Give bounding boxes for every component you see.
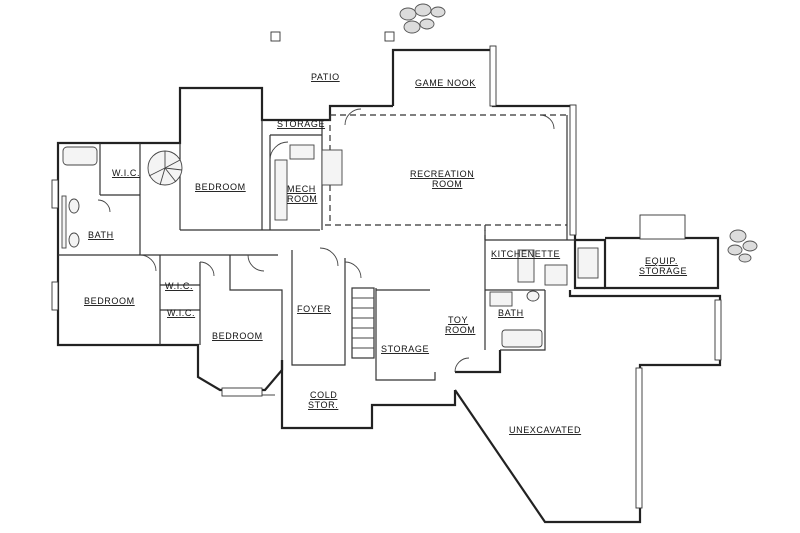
exterior-walls [56,48,722,524]
label-mech-room-1: MECH [287,184,316,194]
label-storage-bottom: STORAGE [381,344,429,354]
label-recreation-room-2: ROOM [432,179,462,189]
shrub-top [399,3,446,34]
label-wic-low: W.I.C. [167,308,195,318]
label-unexcavated: UNEXCAVATED [509,425,581,435]
label-wic-mid: W.I.C. [165,281,193,291]
door-swings [97,108,555,396]
label-recreation-room-1: RECREATION [410,169,474,179]
patio-post-right [384,31,395,42]
shrub-right [727,229,758,263]
label-bedroom-left: BEDROOM [84,296,135,306]
label-mech-room-2: ROOM [287,194,317,204]
label-foyer: FOYER [297,304,331,314]
mech-equipment [274,144,343,221]
label-cold-storage-2: STOR. [308,400,338,410]
label-bedroom-top: BEDROOM [195,182,246,192]
label-equip-storage-1: EQUIP. [645,256,678,266]
label-bedroom-bottom: BEDROOM [212,331,263,341]
label-patio: PATIO [311,72,340,82]
label-game-nook: GAME NOOK [415,78,476,88]
main-staircase [351,287,375,359]
patio-post-left [270,31,281,42]
label-storage-top: STORAGE [277,119,325,129]
windows [51,45,722,509]
label-cold-storage-1: COLD [310,390,337,400]
label-toy-room-2: ROOM [445,325,475,335]
interior-walls [58,115,575,381]
label-wic-top: W.I.C. [112,168,140,178]
room-labels: PATIO GAME NOOK STORAGE RECREATION ROOM … [84,72,687,435]
spiral-staircase [147,150,183,186]
label-bath-right: BATH [498,308,524,318]
label-toy-room-1: TOY [448,315,468,325]
bath-fixtures [61,146,599,348]
label-equip-storage-2: STORAGE [639,266,687,276]
label-bath-left: BATH [88,230,114,240]
label-kitchenette: KITCHENETTE [491,249,560,259]
